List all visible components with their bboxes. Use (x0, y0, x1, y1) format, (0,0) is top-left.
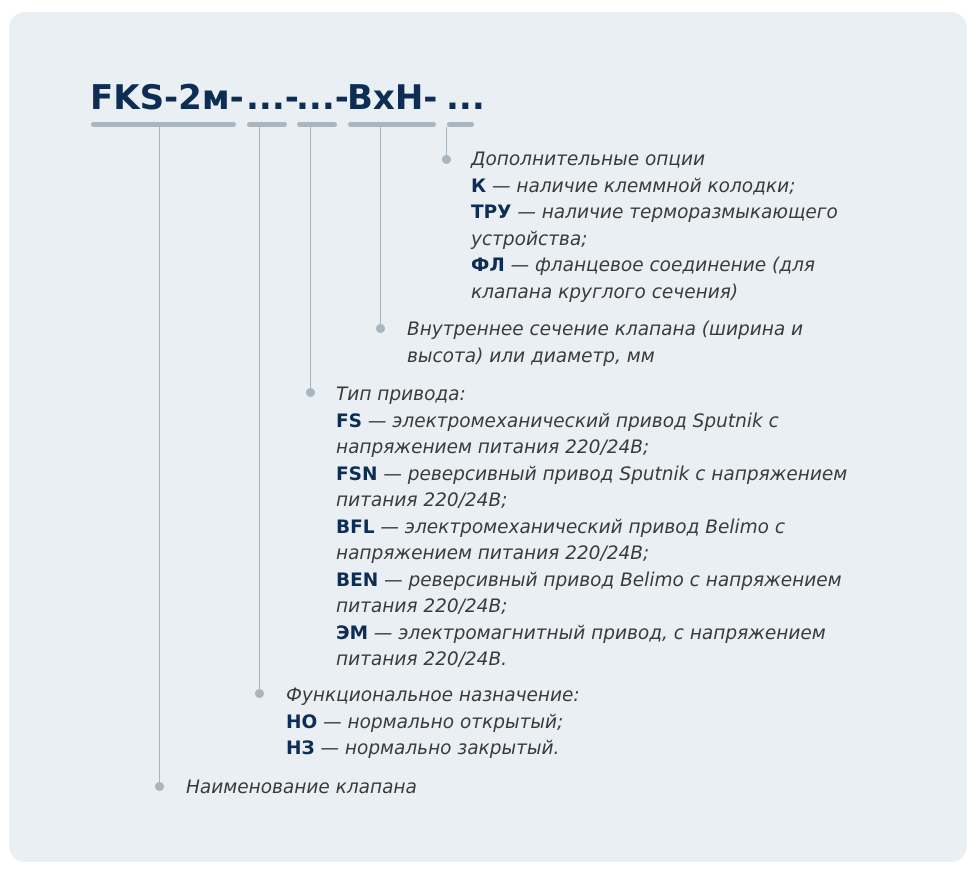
drive-code: BFL (336, 516, 375, 538)
function-code: НО (286, 711, 318, 733)
drive-item: FSN — реверсивный привод Sputnik с напря… (336, 462, 871, 515)
section-title: Внутреннее сечение клапана (ширина и выс… (407, 319, 804, 367)
drive-code: FSN (336, 463, 378, 485)
underline-drive (297, 122, 337, 127)
drive-text: — электромагнитный привод, с напряжением… (336, 622, 826, 671)
code-part-function: ...- (246, 78, 299, 118)
option-code: К (471, 175, 487, 197)
dot-size (376, 324, 385, 333)
drive-code: FS (336, 410, 362, 432)
underline-options (447, 122, 474, 127)
drive-text: — электромеханический привод Sputnik с н… (336, 410, 779, 459)
dot-name (155, 782, 164, 791)
dot-function (255, 689, 264, 698)
underline-function (247, 122, 287, 127)
leader-line-drive (310, 127, 311, 393)
drive-item: BEN — реверсивный привод Belimo с напряж… (336, 568, 871, 621)
leader-line-options (446, 127, 447, 160)
option-code: ФЛ (471, 255, 505, 276)
options-block: Дополнительные опции К — наличие клеммно… (471, 147, 871, 306)
option-item: ТРУ — наличие терморазмыкающего устройст… (471, 200, 871, 253)
section-block: Внутреннее сечение клапана (ширина и выс… (407, 317, 857, 370)
underline-name (91, 122, 236, 127)
code-part-options: ... (446, 78, 485, 118)
code-part-size: BxH- (347, 78, 438, 118)
drive-item: BFL — электромеханический привод Belimo … (336, 515, 871, 568)
drive-text: — реверсивный привод Sputnik с напряжени… (336, 463, 848, 512)
dot-options (442, 155, 451, 164)
option-item: ФЛ — фланцевое соединение (для клапана к… (471, 253, 871, 306)
function-item: НЗ — нормально закрытый. (286, 736, 786, 763)
dot-drive (306, 388, 315, 397)
option-item: К — наличие клеммной колодки; (471, 174, 871, 201)
diagram-card (9, 12, 967, 862)
drive-item: ЭМ — электромагнитный привод, с напряжен… (336, 621, 871, 674)
leader-line-size (380, 127, 381, 329)
drive-text: — электромеханический привод Belimo с на… (336, 516, 785, 565)
function-item: НО — нормально открытый; (286, 710, 786, 737)
drive-item: FS — электромеханический привод Sputnik … (336, 409, 871, 462)
option-text: — наличие терморазмыкающего устройства; (471, 202, 838, 250)
drive-block: Тип привода: FS — электромеханический пр… (336, 382, 871, 674)
drive-code: BEN (336, 569, 379, 591)
drive-title: Тип привода: (336, 384, 466, 405)
underline-size (348, 122, 436, 127)
function-text: — нормально закрытый. (314, 738, 560, 759)
name-block: Наименование клапана (186, 775, 586, 802)
option-code: ТРУ (471, 202, 512, 223)
options-title: Дополнительные опции (471, 149, 706, 170)
name-title: Наименование клапана (186, 777, 417, 798)
leader-line-function (259, 127, 260, 694)
code-part-name: FKS-2м- (90, 78, 244, 118)
code-part-drive: ...- (296, 78, 349, 118)
function-text: — нормально открытый; (317, 711, 564, 733)
option-text: — фланцевое соединение (для клапана круг… (471, 255, 816, 303)
function-title: Функциональное назначение: (286, 685, 580, 706)
function-block: Функциональное назначение: НО — нормальн… (286, 683, 786, 763)
drive-text: — реверсивный привод Belimo с напряжение… (336, 569, 842, 618)
option-text: — наличие клеммной колодки; (486, 175, 796, 197)
function-code: НЗ (286, 738, 315, 759)
leader-line-name (159, 127, 160, 787)
drive-code: ЭМ (336, 622, 368, 644)
